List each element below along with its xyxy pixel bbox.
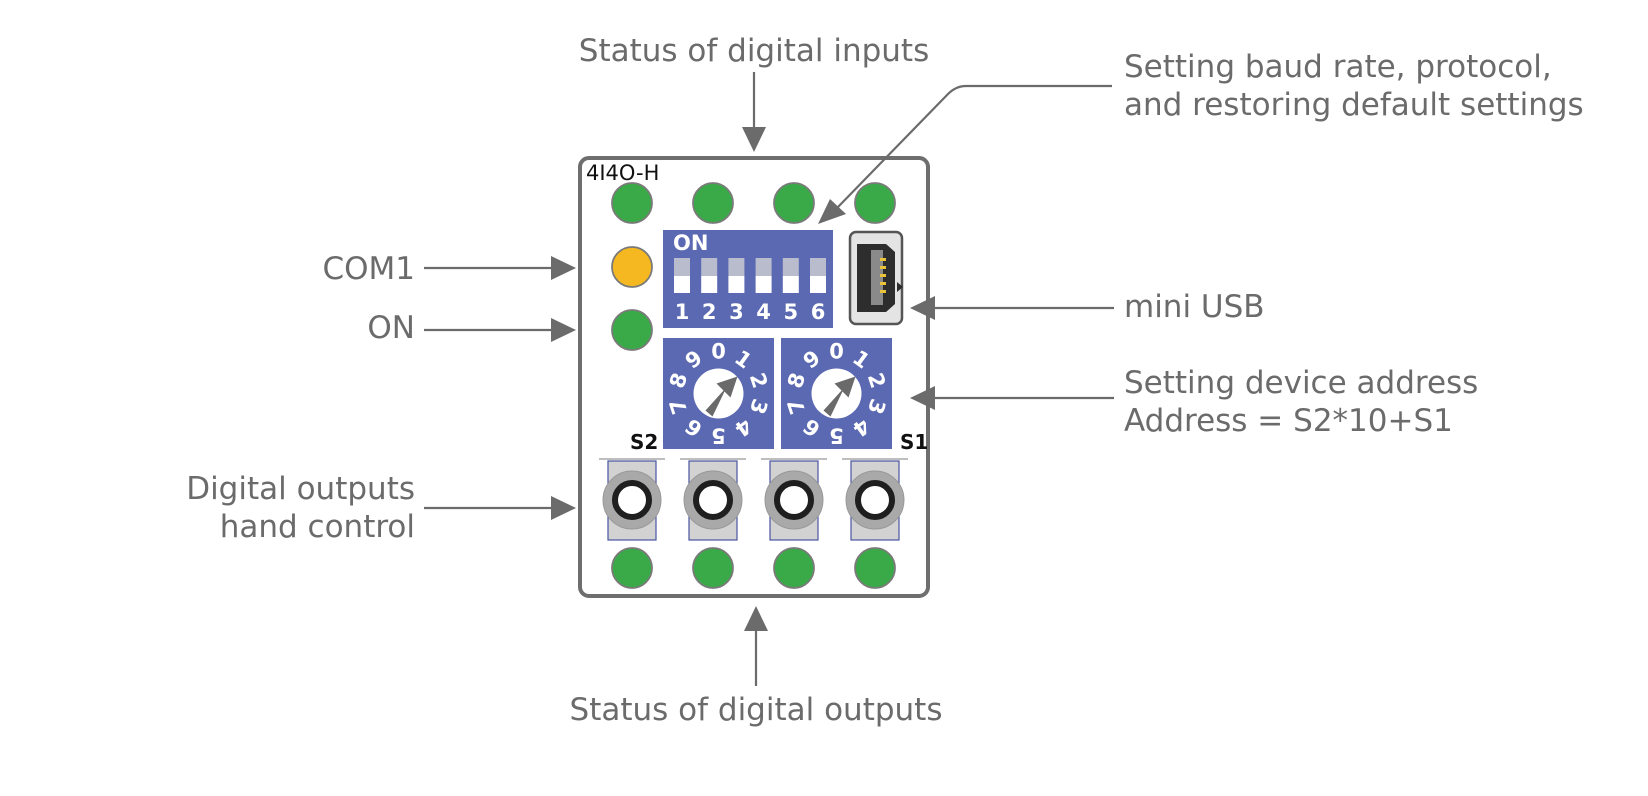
callout-status-inputs: Status of digital inputs <box>579 33 929 69</box>
callout-mini-usb: mini USB <box>1124 289 1265 325</box>
button-ring-icon <box>774 480 814 520</box>
dip-slot-lever[interactable] <box>782 276 799 293</box>
output-led-4 <box>854 547 896 589</box>
dip-switch-on-label: ON <box>673 231 708 255</box>
output-led-2 <box>692 547 734 589</box>
usb-pin <box>880 274 886 277</box>
usb-pin <box>880 282 886 285</box>
usb-pin <box>880 266 886 269</box>
callout-address-line2: Address = S2*10+S1 <box>1124 403 1453 439</box>
callout-baud-line2: and restoring default settings <box>1124 87 1584 123</box>
arrow-head-mini-usb <box>910 296 935 320</box>
dip-slot-upper <box>728 258 745 276</box>
rotary-switch-s1-label: S1 <box>900 430 928 454</box>
rotary-digit: 8 <box>783 370 810 391</box>
com1-led <box>611 246 653 288</box>
hand-control-button-2[interactable] <box>680 458 746 541</box>
rotary-digit: 5 <box>711 424 726 448</box>
dip-slot-lever[interactable] <box>755 276 772 293</box>
callout-hand-line1: Digital outputs <box>186 471 415 507</box>
rotary-digit: 3 <box>745 396 772 417</box>
rotary-digit: 2 <box>745 370 772 391</box>
hand-control-button-3[interactable] <box>761 458 827 541</box>
mini-usb-port <box>848 230 904 326</box>
dip-switch-body <box>663 230 833 328</box>
rotary-pointer-arrow-icon <box>705 376 738 417</box>
rotary-digit: 3 <box>863 396 890 417</box>
dip-position-label: 4 <box>756 300 771 324</box>
dip-slot-lever[interactable] <box>674 276 690 293</box>
output-led-3 <box>773 547 815 589</box>
dip-slot-upper <box>782 258 799 276</box>
arrow-head-on <box>551 318 576 342</box>
dip-slot-upper <box>755 258 772 276</box>
input-led-4 <box>854 182 896 224</box>
button-ring-icon <box>693 480 733 520</box>
rotary-pointer-arrow-icon <box>823 376 856 417</box>
hand-control-button-1[interactable] <box>599 458 665 541</box>
usb-pin <box>880 258 886 261</box>
rotary-digit: 7 <box>783 396 810 417</box>
arrow-head-com1 <box>551 256 576 280</box>
dip-slot-lever[interactable] <box>810 276 826 293</box>
callout-on: ON <box>367 310 415 346</box>
rotary-digit: 0 <box>711 340 726 364</box>
dip-slot-upper <box>674 258 690 276</box>
usb-pin <box>880 290 886 293</box>
arrow-head-status-outputs <box>744 606 768 631</box>
output-led-1 <box>611 547 653 589</box>
dip-position-label: 1 <box>675 300 690 324</box>
rotary-digit: 2 <box>863 370 890 391</box>
input-led-3 <box>773 182 815 224</box>
arrow-head-hand <box>551 496 576 520</box>
rotary-digit: 5 <box>829 424 844 448</box>
button-ring-icon <box>855 480 895 520</box>
arrow-head-status-inputs <box>742 127 766 152</box>
dip-slot-upper <box>810 258 826 276</box>
rotary-knob <box>811 368 862 419</box>
dip-slot-upper <box>701 258 718 276</box>
usb-marker <box>897 282 903 292</box>
dip-position-label: 6 <box>811 300 826 324</box>
hand-control-buttons <box>599 458 908 541</box>
callout-baud-line1: Setting baud rate, protocol, <box>1124 49 1552 85</box>
button-ring-icon <box>612 480 652 520</box>
hand-control-button-4[interactable] <box>842 458 908 541</box>
arrow-head-baud <box>818 199 846 224</box>
input-led-1 <box>611 182 653 224</box>
power-on-led <box>611 309 653 351</box>
input-led-2 <box>692 182 734 224</box>
dip-position-label: 3 <box>729 300 744 324</box>
device-model-label: 4I4O-H <box>586 161 659 185</box>
callout-status-outputs: Status of digital outputs <box>570 692 943 728</box>
callout-address-line1: Setting device address <box>1124 365 1478 401</box>
rotary-digit: 7 <box>665 396 692 417</box>
arrow-head-address <box>910 386 935 410</box>
arrow-baud <box>837 84 1112 208</box>
dip-slot-lever[interactable] <box>728 276 745 293</box>
rotary-digit: 0 <box>829 340 844 364</box>
callout-hand-line2: hand control <box>220 509 415 545</box>
dip-position-label: 2 <box>702 300 717 324</box>
dip-position-label: 5 <box>783 300 798 324</box>
rotary-knob <box>693 368 744 419</box>
rotary-digit: 8 <box>665 370 692 391</box>
rotary-switch-s2-label: S2 <box>630 430 658 454</box>
dip-slot-lever[interactable] <box>701 276 718 293</box>
callout-com1: COM1 <box>322 251 415 287</box>
